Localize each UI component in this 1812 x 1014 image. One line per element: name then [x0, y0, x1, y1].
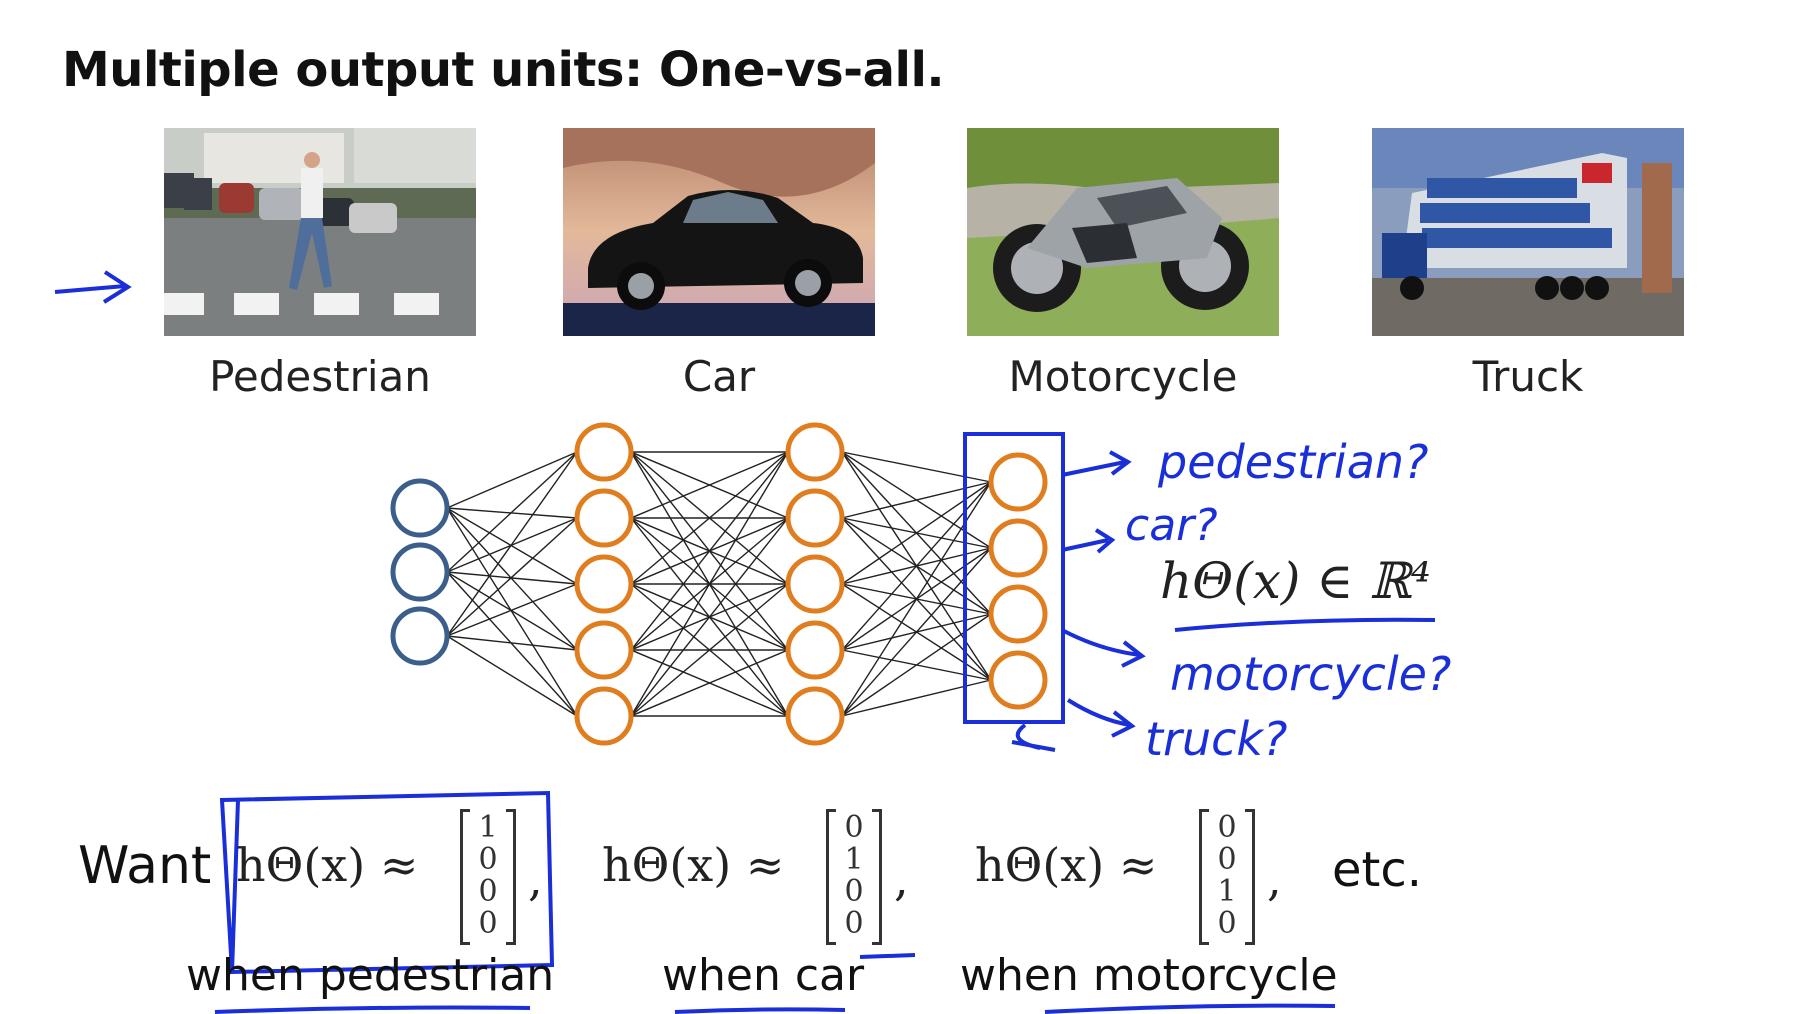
hidden-unit-layer-2	[785, 488, 845, 548]
network-edge	[446, 507, 578, 585]
annotation-car: car?	[1125, 500, 1218, 551]
vector-car-entry: 0	[844, 874, 864, 909]
network-edge	[841, 481, 992, 651]
condition-underlines	[214, 953, 1336, 1014]
network-edge	[630, 451, 789, 717]
vector-pedestrian-entry: 0	[478, 842, 498, 877]
hypothesis-space-formula: hΘ(x) ∈ ℝ⁴	[1160, 552, 1431, 610]
pedestrian-photo	[164, 128, 476, 336]
formula-3-approx: ≈	[1118, 838, 1158, 892]
separator: ,	[894, 852, 909, 906]
vector-motorcycle-entry: 0	[1217, 906, 1237, 941]
annotation-motorcycle: motorcycle?	[1170, 647, 1451, 701]
hidden-unit-layer-2	[785, 686, 845, 746]
output-unit	[988, 452, 1048, 512]
pedestrian-caption: Pedestrian	[209, 352, 431, 401]
network-edge	[630, 649, 789, 717]
network-edge	[630, 451, 789, 651]
annotation-truck: truck?	[1145, 712, 1287, 766]
vector-motorcycle-entry: 1	[1217, 874, 1237, 909]
network-edge	[841, 679, 992, 717]
truck-photo	[1372, 128, 1684, 336]
network-edge	[841, 547, 992, 717]
want-label: Want	[78, 836, 212, 896]
vector-car-entry: 0	[844, 906, 864, 941]
formula-3-hypothesis: hΘ(x)	[975, 838, 1105, 892]
output-arrows	[1061, 450, 1146, 738]
formula-1-approx: ≈	[379, 838, 419, 892]
network-edge	[446, 507, 578, 651]
car-caption: Car	[682, 352, 756, 401]
vector-motorcycle-entry: 0	[1217, 810, 1237, 845]
pointer-arrow	[54, 270, 132, 304]
network-edge	[446, 451, 578, 573]
output-unit	[988, 584, 1048, 644]
vector-pedestrian-entry: 1	[478, 810, 498, 845]
hidden-unit-layer-2	[785, 554, 845, 614]
network-edge	[446, 451, 578, 509]
network-edge	[630, 451, 789, 585]
output-unit	[988, 650, 1048, 710]
selected-formula-box	[219, 790, 555, 975]
network-edge	[630, 451, 789, 519]
network-edge	[446, 507, 578, 519]
hidden-unit-layer-1	[574, 686, 634, 746]
formula-3: hΘ(x) ≈	[975, 838, 1157, 892]
hidden-unit-layer-1	[574, 422, 634, 482]
network-connections	[446, 451, 992, 717]
network-edge	[446, 635, 578, 717]
network-edge	[446, 583, 578, 637]
input-unit	[390, 478, 450, 538]
formula-1-hypothesis: hΘ(x)	[236, 838, 366, 892]
truck-caption: Truck	[1472, 352, 1584, 401]
output-unit	[988, 518, 1048, 578]
slide-title: Multiple output units: One-vs-all.	[62, 42, 945, 98]
formula-underline	[1174, 617, 1436, 632]
network-edge	[446, 507, 578, 717]
formula-2-hypothesis: hΘ(x)	[602, 838, 732, 892]
vector-pedestrian-entry: 0	[478, 874, 498, 909]
vector-pedestrian: 1 0 0 0	[460, 809, 516, 945]
input-unit	[390, 606, 450, 666]
separator: ,	[528, 852, 543, 906]
condition-motorcycle: when motorcycle	[960, 950, 1338, 1001]
network-edge	[446, 635, 578, 651]
condition-pedestrian: when pedestrian	[186, 950, 555, 1001]
motorcycle-photo	[967, 128, 1279, 336]
hidden-unit-layer-1	[574, 620, 634, 680]
network-edge	[446, 571, 578, 585]
hidden-unit-layer-1	[574, 488, 634, 548]
hidden-unit-layer-2	[785, 422, 845, 482]
car-photo	[563, 128, 875, 336]
network-units	[390, 422, 1048, 746]
etc-label: etc.	[1332, 842, 1422, 898]
network-edge	[446, 571, 578, 651]
vector-pedestrian-entry: 0	[478, 906, 498, 941]
network-edge	[446, 451, 578, 637]
motorcycle-caption: Motorcycle	[1008, 352, 1238, 401]
annotation-pedestrian: pedestrian?	[1157, 435, 1428, 489]
separator: ,	[1267, 852, 1282, 906]
formula-2: hΘ(x) ≈	[602, 838, 784, 892]
formula-2-approx: ≈	[745, 838, 785, 892]
vector-motorcycle-entry: 0	[1217, 842, 1237, 877]
vector-car-entry: 1	[844, 842, 864, 877]
vector-car: 0 1 0 0	[826, 809, 882, 945]
hidden-unit-layer-1	[574, 554, 634, 614]
formula-1: hΘ(x) ≈	[236, 838, 418, 892]
output-layer-box	[963, 432, 1065, 724]
output-pointer-arrow	[1011, 723, 1056, 752]
hidden-unit-layer-2	[785, 620, 845, 680]
input-unit	[390, 542, 450, 602]
network-edge	[446, 571, 578, 717]
vector-motorcycle: 0 0 1 0	[1199, 809, 1255, 945]
network-edge	[630, 583, 789, 717]
vector-car-entry: 0	[844, 810, 864, 845]
network-edge	[630, 517, 789, 717]
condition-car: when car	[662, 950, 865, 1001]
network-edge	[446, 517, 578, 637]
